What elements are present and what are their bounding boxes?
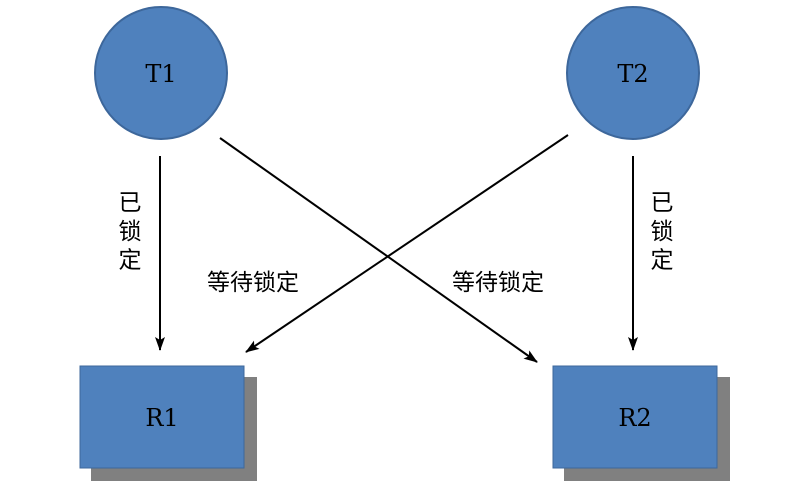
thread-label: T1: [145, 60, 176, 88]
edges: [155, 134, 638, 363]
thread-label: T2: [617, 60, 648, 88]
edge-label-char: 已: [651, 190, 674, 216]
edge-label-char: 定: [651, 248, 674, 274]
edge-label-vertical: 已锁定: [651, 190, 674, 274]
resource-node-r2: R2: [552, 365, 730, 481]
resource-box: [552, 365, 718, 469]
thread-node-t1: T1: [94, 6, 228, 140]
edge-t1-r2-waits: [219, 137, 538, 363]
resource-node-r1: R1: [79, 365, 257, 481]
edge-label-t2-r2: 已锁定: [651, 190, 674, 274]
edge-t2-r1-waits: [245, 134, 569, 353]
resource-label: R1: [145, 404, 178, 432]
thread-circle: [566, 6, 700, 140]
thread-circle: [94, 6, 228, 140]
resource-box: [79, 365, 245, 469]
edge-label-char: 已: [119, 190, 142, 216]
resource-label: R2: [618, 404, 651, 432]
edge-label-t2-r1: 等待锁定: [207, 270, 299, 296]
edge-label-char: 定: [119, 248, 142, 274]
edge-label-char: 锁: [651, 219, 674, 245]
thread-node-t2: T2: [566, 6, 700, 140]
edge-label-char: 锁: [119, 219, 142, 245]
edge-label-vertical: 已锁定: [119, 190, 142, 274]
edge-label-t1-r1: 已锁定: [119, 190, 142, 274]
edge-label-t1-r2: 等待锁定: [452, 270, 544, 296]
